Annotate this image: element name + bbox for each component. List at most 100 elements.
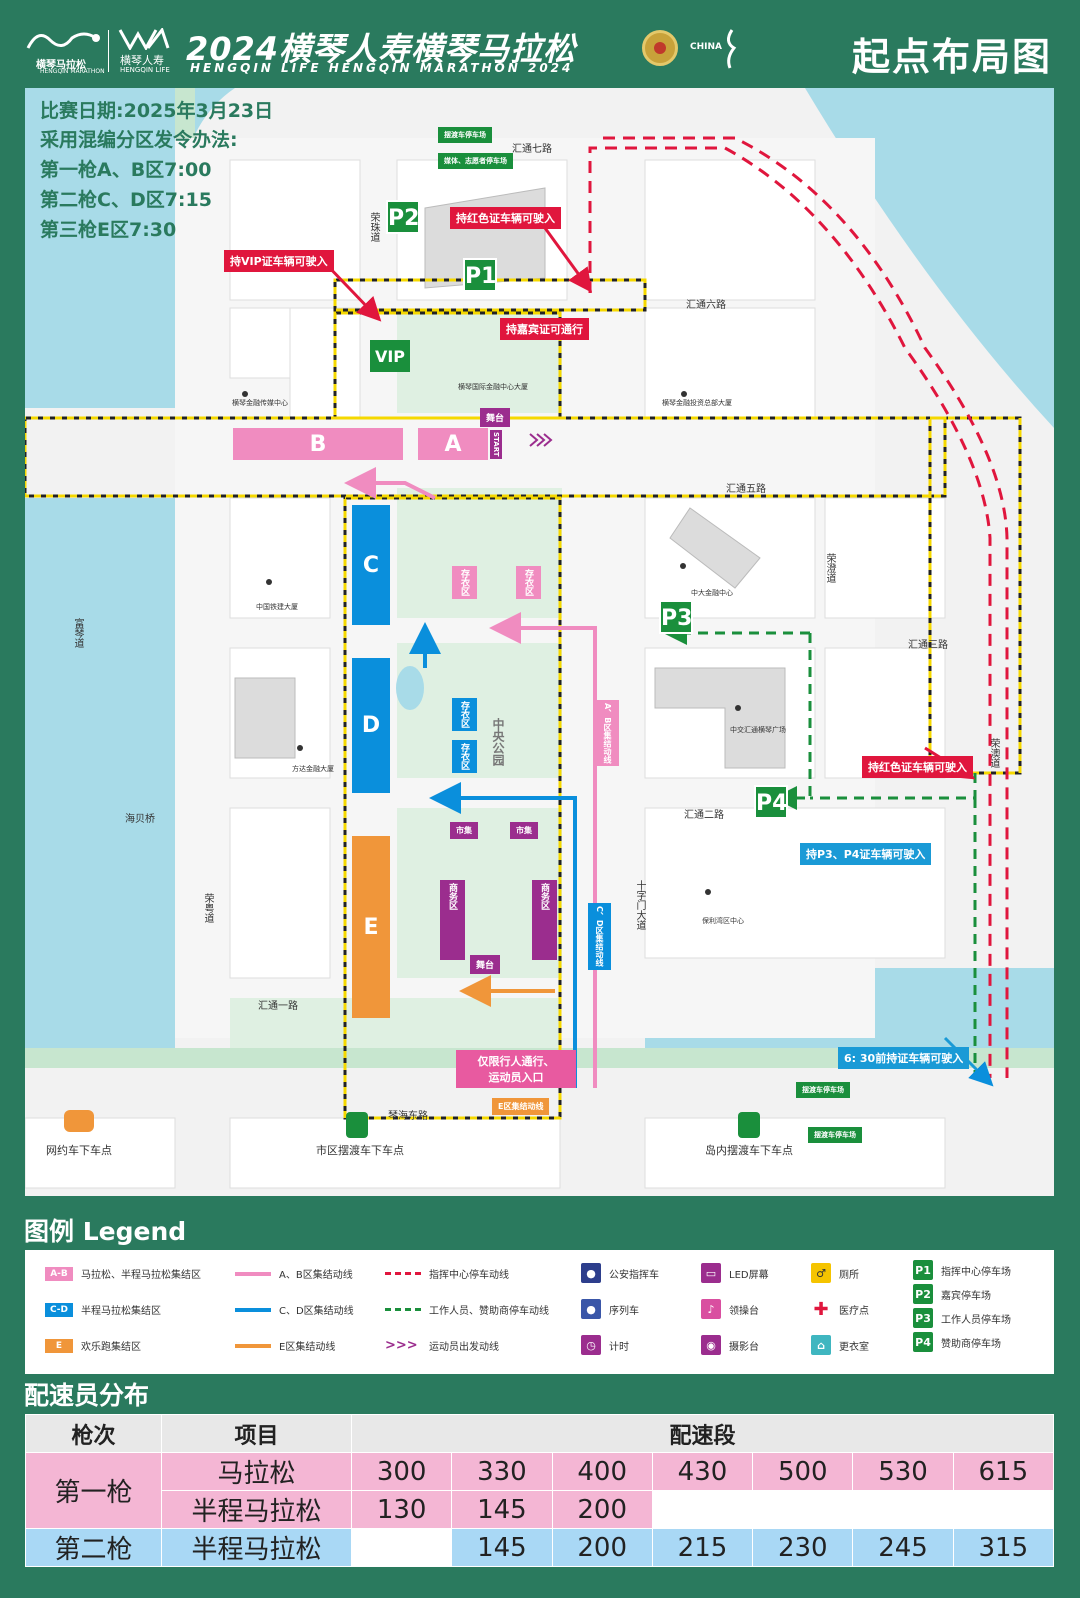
legend-cd-line-label: C、D区集结动线 [279,1306,354,1317]
legend-photo-label: 摄影台 [729,1341,759,1353]
legend-staff-line: 工作人员、赞助商停车动线 [385,1302,549,1317]
athletics-association-seal [642,30,678,66]
page-title: 起点布局图 [851,35,1052,79]
legend-p1-badge: P1 [913,1260,933,1280]
legend-staff-line-swatch [385,1308,421,1311]
queue-car-icon: ● [581,1299,601,1319]
building-guoji: 横琴国际金融中心大厦 [458,383,528,391]
legend-e-line: E区集结动线 [235,1338,335,1353]
building-huitong: 中交汇通横琴广场 [730,726,786,734]
legend-cd-swatch: C-D [45,1302,73,1317]
pace-cell: 615 [952,1452,1055,1491]
legend-timer: ◷计时 [581,1335,629,1355]
police-car-icon: ● [581,1263,601,1283]
legend-police-label: 公安指挥车 [609,1269,659,1281]
pace-cell: 500 [752,1452,854,1491]
cd-line-tag: C、D区集结动线 [588,903,611,970]
legend-medical: ✚ 医疗点 [811,1299,869,1320]
legend-ab-line-swatch [235,1271,271,1276]
street-huitong6: 汇通六路 [686,300,726,311]
building-baoli: 保利湾区中心 [702,917,744,925]
legend-police: ● 公安指挥车 [581,1263,659,1283]
p3p4-permit-tag: 持P3、P4证车辆可驶入 [800,843,932,865]
pace-cell: 430 [651,1452,754,1491]
pace-cell: 330 [451,1452,553,1491]
legend-e-label: 欢乐跑集结区 [81,1342,141,1353]
pacer-row-2: 半程马拉松 130 145 200 [26,1490,1055,1529]
legend-e-line-label: E区集结动线 [279,1342,336,1353]
pedestrian-entrance-tag: 仅限行人通行、 运动员入口 [456,1050,576,1088]
legend-cd-line: C、D区集结动线 [235,1302,354,1317]
race-date: 比赛日期:2025年3月23日 [40,100,274,122]
event-subtitle: HENGQIN LIFE HENGQIN MARATHON 2024 [190,61,574,75]
zone-vip: VIP [370,340,410,372]
pace-cell [752,1490,854,1529]
legend-ab-swatch: A-B [45,1266,73,1281]
street-huitong7: 汇通七路 [512,144,552,155]
pacer-row-1: 第一枪 马拉松 300 330 400 430 500 530 615 [25,1452,1055,1529]
street-haibei: 海贝桥 [125,814,155,825]
legend-cd-line-swatch [235,1307,271,1312]
medical-cross-icon: ✚ [811,1299,831,1320]
building-jinrong: 横琴金融传媒中心 [232,399,288,407]
red-permit-tag-p2: 持红色证车辆可驶入 [450,207,561,229]
venue-map [25,88,1054,1196]
island-shuttle-dropoff: 岛内摆渡车下车点 [705,1144,793,1157]
central-park-label: 中央公园 [491,718,505,766]
street-huitong5: 汇通五路 [726,484,766,495]
legend-toilet: ♂厕所 [811,1263,859,1283]
zone-e: E [352,836,390,1018]
pace-cell [350,1528,453,1567]
pace-cell: 315 [952,1528,1055,1567]
start-method: 采用混编分区发令办法: [40,129,238,151]
parking-p3: P3 [659,600,693,634]
guest-permit-tag: 持嘉宾证可通行 [500,318,589,340]
cloak-ab-2: 存衣区 [516,566,541,599]
pace-cell: 130 [350,1490,453,1529]
market-left: 市集 [450,822,478,839]
building-tiedao: 中国铁建大厦 [256,603,298,611]
bus-icon-island [738,1112,760,1138]
pace-cell: 530 [852,1452,954,1491]
e-line-tag: E区集结动线 [492,1098,550,1115]
pacer-row-3: 第二枪 半程马拉松 145 200 215 230 245 315 [25,1528,1055,1567]
pacer-half-1: 半程马拉松 [161,1490,352,1529]
pacer-gun2: 第二枪 [25,1528,162,1567]
building-fangda: 方达金融大厦 [292,765,334,773]
pacer-half-2: 半程马拉松 [161,1528,352,1567]
pacer-marathon: 马拉松 [161,1452,352,1491]
camera-icon: ◉ [701,1335,721,1355]
shuttle-parking-top: 摆渡车停车场 [438,127,492,143]
pace-cell: 145 [451,1490,553,1529]
media-parking: 媒体、志愿者停车场 [438,153,513,169]
gun2-time: 第二枪C、D区7:15 [40,189,212,211]
shuttle-parking-bottom: 摆渡车停车场 [808,1127,862,1143]
building-jinrongtou: 横琴金融投资总部大厦 [662,399,732,407]
pacer-header-event: 项目 [161,1414,352,1453]
taxi-dropoff: 网约车下车点 [46,1144,112,1157]
toilet-icon: ♂ [811,1263,831,1283]
legend-ab-line: A、B区集结动线 [235,1266,353,1281]
zone-d: D [352,658,390,793]
marathon-logo [26,32,100,49]
runner-icon [727,29,737,69]
legend-medical-label: 医疗点 [839,1305,869,1317]
pace-cell: 300 [350,1452,453,1491]
pacer-header-gun: 枪次 [25,1414,162,1453]
pace-cell: 200 [551,1528,653,1567]
pacer-header-pace: 配速段 [351,1414,1054,1453]
pedestrian-line2: 运动员入口 [488,1071,544,1084]
business-right: 商务区 [532,880,557,960]
parking-p4: P4 [754,785,788,819]
street-qinhaidong: 琴海东路 [388,1111,428,1122]
gun3-time: 第三枪E区7:30 [40,219,177,241]
pace-cell [952,1490,1055,1529]
legend-queue-label: 序列车 [609,1305,639,1317]
